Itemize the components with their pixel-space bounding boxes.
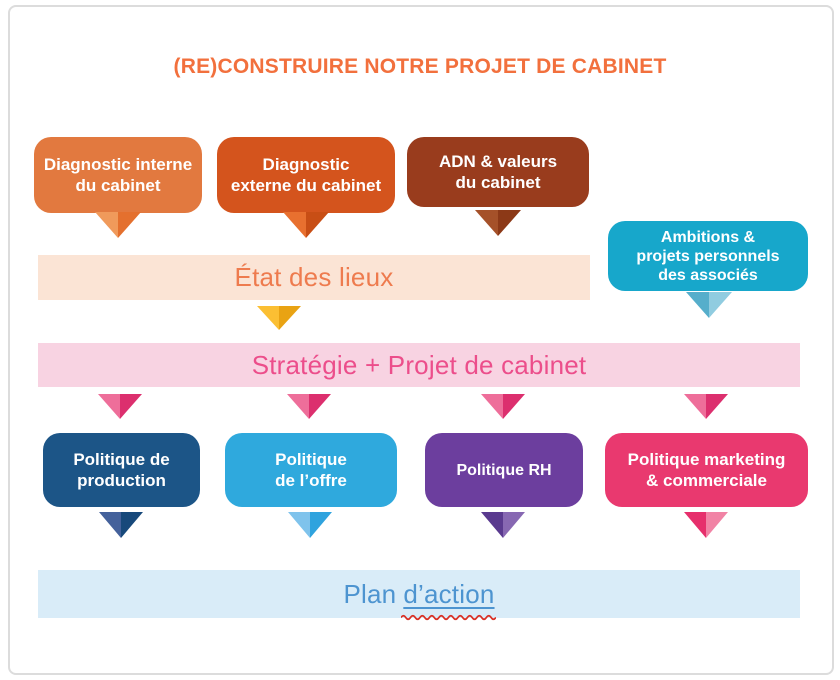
down-arrow-icon (481, 394, 525, 419)
down-arrow-icon (283, 212, 329, 238)
down-arrow-icon (481, 512, 525, 538)
band-label: Stratégie + Projet de cabinet (251, 349, 587, 380)
box-label-line: du cabinet (75, 176, 161, 195)
box-politique-offre: Politique de l’offre (225, 433, 397, 507)
box-ambitions-projets: Ambitions & projets personnels des assoc… (608, 221, 808, 291)
down-arrow-icon (95, 212, 141, 238)
box-diagnostic-interne: Diagnostic interne du cabinet (34, 137, 202, 213)
box-label-line: de l’offre (275, 471, 347, 490)
down-arrow-icon (684, 394, 728, 419)
down-arrow-icon (287, 394, 331, 419)
box-label-line: externe du cabinet (230, 176, 382, 195)
down-arrow-icon (475, 210, 521, 236)
box-label-line: ADN & valeurs (438, 152, 558, 171)
box-label-line: Politique marketing (627, 450, 786, 469)
box-label-line: du cabinet (455, 173, 541, 192)
spellcheck-squiggle-icon (401, 614, 497, 620)
box-label-line: Ambitions & (660, 228, 756, 246)
band-etat-des-lieux: État des lieux (38, 255, 590, 300)
box-label-line: Politique RH (456, 461, 552, 479)
box-diagnostic-externe: Diagnostic externe du cabinet (217, 137, 395, 213)
box-adn-valeurs: ADN & valeurs du cabinet (407, 137, 589, 207)
box-politique-rh: Politique RH (425, 433, 583, 507)
page-border (8, 5, 834, 675)
band-label-underlined: d’action (401, 578, 497, 620)
down-arrow-icon (98, 394, 142, 419)
box-label-line: & commerciale (646, 471, 767, 490)
box-label-line: Diagnostic (262, 155, 350, 174)
band-label-prefix: Plan (343, 578, 397, 609)
box-label-line: projets personnels (636, 247, 780, 265)
box-politique-marketing: Politique marketing & commerciale (605, 433, 808, 507)
band-label: État des lieux (234, 262, 394, 292)
down-arrow-icon (99, 512, 143, 538)
box-label-line: Politique de (73, 450, 170, 469)
band-plan-daction: Plan d’action (38, 570, 800, 620)
down-arrow-icon (686, 292, 732, 318)
box-politique-production: Politique de production (43, 433, 200, 507)
down-arrow-icon (684, 512, 728, 538)
diagram-title: (RE)CONSTRUIRE NOTRE PROJET DE CABINET (173, 55, 667, 78)
down-arrow-icon (257, 306, 301, 330)
box-label-line: Politique (275, 450, 347, 469)
box-label-line: production (77, 471, 166, 490)
box-label-line: Diagnostic interne (43, 155, 193, 174)
box-label-line: des associés (658, 266, 758, 284)
band-strategie-projet: Stratégie + Projet de cabinet (38, 343, 800, 387)
down-arrow-icon (288, 512, 332, 538)
band-label-word: d’action (403, 578, 495, 609)
